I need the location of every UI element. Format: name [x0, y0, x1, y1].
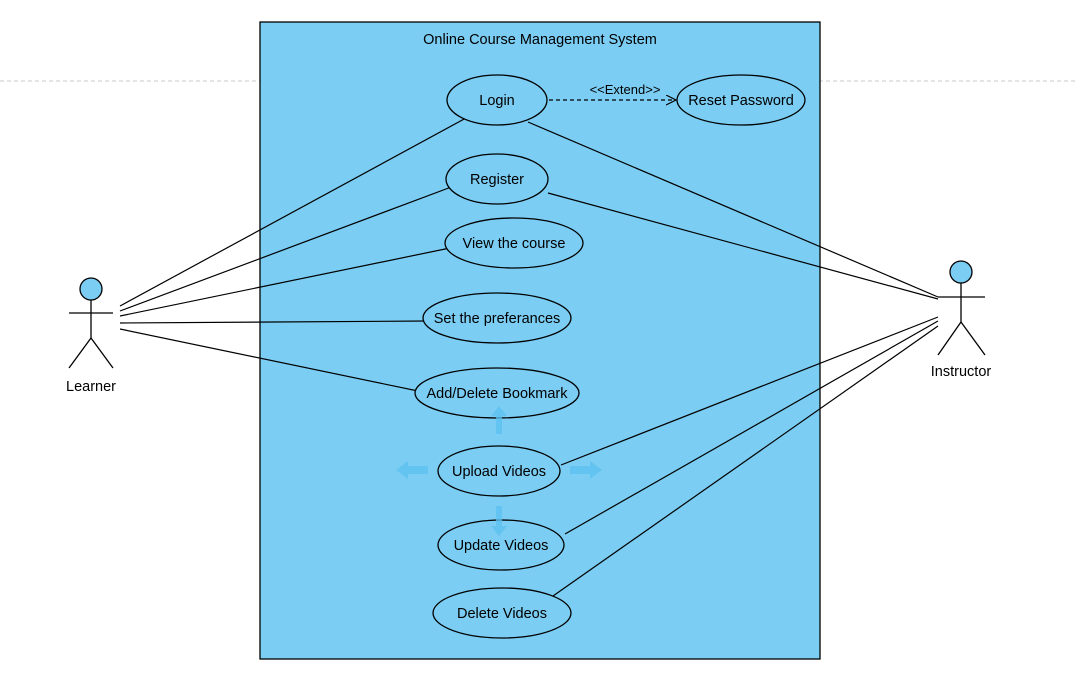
assoc-learner-bookmark[interactable]	[119, 328, 419, 392]
assoc-instructor-delete[interactable]	[552, 325, 939, 597]
assoc-learner-preferences[interactable]	[119, 320, 429, 324]
learner-associations	[119, 117, 467, 392]
use-case-label: Delete Videos	[457, 606, 547, 622]
use-case-register[interactable]: Register	[445, 153, 549, 205]
use-case-set-preferences[interactable]: Set the preferances	[422, 292, 572, 344]
actor-head	[79, 277, 103, 301]
use-case-label: Register	[470, 172, 524, 188]
assoc-instructor-register[interactable]	[547, 192, 939, 300]
use-case-update-videos[interactable]: Update Videos	[437, 519, 565, 571]
assoc-instructor-login[interactable]	[527, 121, 939, 298]
extend-label: <<Extend>>	[590, 82, 661, 97]
use-case-bookmark[interactable]: Add/Delete Bookmark	[414, 367, 580, 419]
actor-instructor[interactable]	[937, 260, 986, 356]
connect-arrows	[396, 406, 602, 536]
use-case-label: Login	[479, 93, 514, 109]
connect-arrow-right-icon[interactable]	[570, 461, 602, 479]
actor-head	[949, 260, 973, 284]
instructor-associations	[527, 121, 939, 597]
connect-arrow-left-icon[interactable]	[396, 461, 428, 479]
actor-instructor-label: Instructor	[931, 364, 992, 380]
assoc-learner-login[interactable]	[119, 117, 467, 307]
use-case-label: Reset Password	[688, 93, 794, 109]
use-case-label: Add/Delete Bookmark	[426, 386, 568, 402]
use-case-label: Set the preferances	[434, 311, 561, 327]
use-case-upload-videos[interactable]: Upload Videos	[437, 445, 561, 497]
use-case-label: View the course	[463, 236, 566, 252]
system-title: Online Course Management System	[423, 32, 657, 48]
use-case-view-course[interactable]: View the course	[444, 217, 584, 269]
actor-learner-label: Learner	[66, 379, 116, 395]
use-case-login[interactable]: Login	[446, 74, 548, 126]
assoc-learner-view-course[interactable]	[119, 247, 451, 317]
assoc-learner-register[interactable]	[119, 185, 455, 312]
use-case-reset-password[interactable]: Reset Password	[676, 74, 806, 126]
connect-arrow-up-icon[interactable]	[491, 406, 507, 434]
assoc-instructor-update[interactable]	[564, 320, 939, 535]
use-case-label: Upload Videos	[452, 464, 546, 480]
assoc-instructor-upload[interactable]	[560, 316, 939, 466]
use-case-label: Update Videos	[454, 538, 549, 554]
use-case-delete-videos[interactable]: Delete Videos	[432, 587, 572, 639]
connect-arrow-down-icon[interactable]	[491, 506, 507, 536]
actor-learner[interactable]	[68, 277, 114, 369]
